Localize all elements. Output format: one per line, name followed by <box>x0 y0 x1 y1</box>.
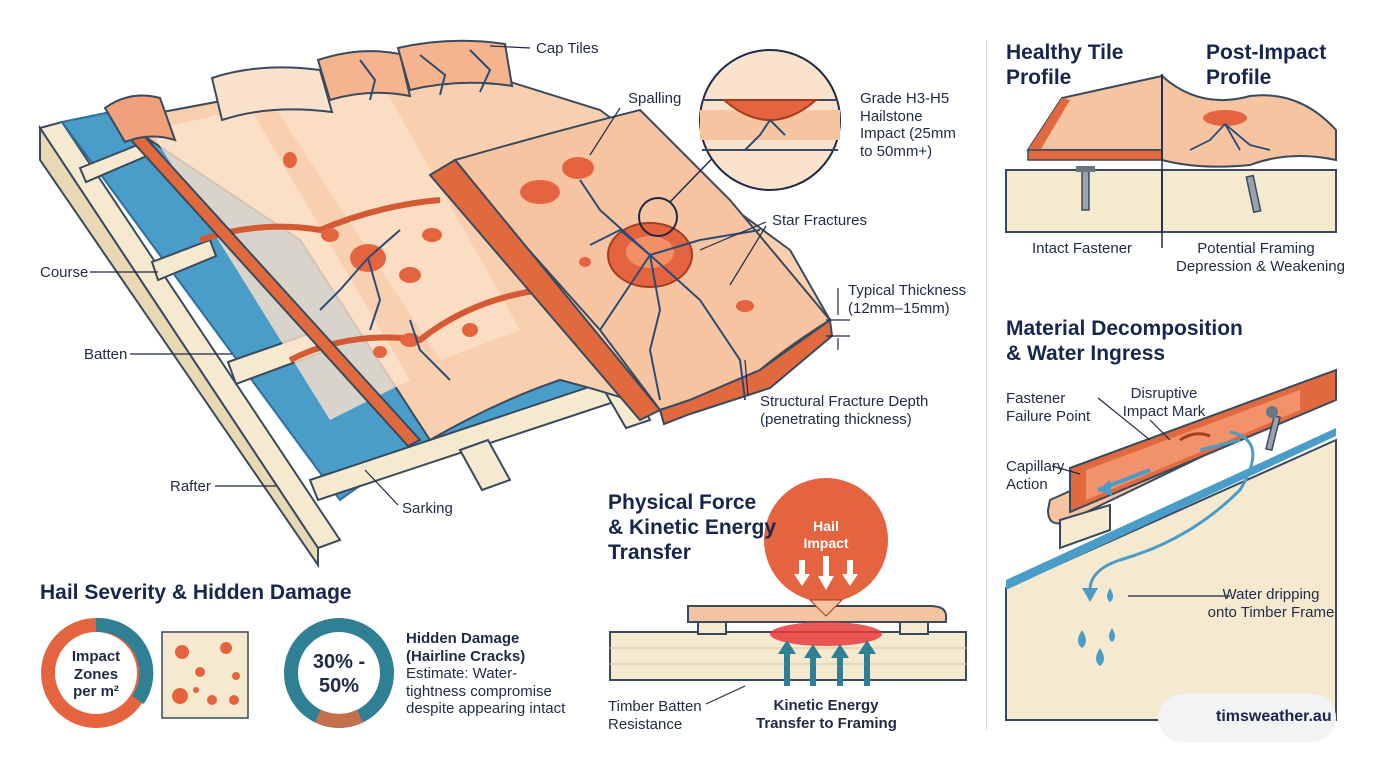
water-ingress-diagram <box>1005 368 1337 721</box>
hail-impact-label: Hail Impact <box>803 518 849 551</box>
water-drops <box>1078 588 1115 666</box>
thickness-indicator <box>826 288 850 350</box>
label-disruptive-impact: Disruptive Impact Mark <box>1122 385 1206 420</box>
label-kinetic-energy: Kinetic Energy Transfer to Framing <box>756 697 897 732</box>
zoom-source-circle <box>638 197 678 237</box>
label-water-dripping: Water dripping onto Timber Frame <box>1207 586 1335 621</box>
label-capillary-action: Capillary Action <box>1006 458 1065 493</box>
profile-diagrams <box>1005 73 1337 248</box>
label-fastener-failure: Fastener Failure Point <box>1006 390 1091 425</box>
hidden-damage-ring-arc <box>314 709 364 728</box>
water-path-arrow <box>1088 430 1255 591</box>
batten-2 <box>150 238 218 282</box>
label-hailstone-grade: Grade H3-H5 Hailstone Impact (25mm to 50… <box>860 90 956 161</box>
tile-strip-2 <box>270 80 520 360</box>
decomp-membrane <box>1006 428 1336 590</box>
healthy-fastener <box>1081 169 1090 211</box>
label-sarking: Sarking <box>402 500 453 517</box>
tile-course-ridge-1 <box>199 197 441 243</box>
decomp-timber-frame <box>1005 438 1337 721</box>
force-tile <box>687 605 947 623</box>
roof-structure <box>38 39 834 569</box>
hidden-damage-description: Estimate: Water- tightness compromise de… <box>406 665 566 718</box>
decomposition-title: Material Decomposition & Water Ingress <box>1006 317 1243 366</box>
severity-title: Hail Severity & Hidden Damage <box>40 581 352 604</box>
label-typical-thickness: Typical Thickness (12mm–15mm) <box>848 282 967 317</box>
label-batten: Batten <box>84 346 128 363</box>
hailstone-ball <box>764 478 888 602</box>
energy-glow <box>770 622 882 646</box>
cap-tile-2 <box>210 66 334 122</box>
force-diagram <box>609 478 967 705</box>
label-rafter: Rafter <box>170 478 211 495</box>
impact-zones-label: Impact Zones per m² <box>71 648 121 701</box>
cap-tile-3 <box>316 50 412 102</box>
cap-tile-4 <box>396 39 514 92</box>
hailstone-zoom-magnifier <box>699 49 841 191</box>
label-intact-fastener: Intact Fastener <box>1032 240 1133 257</box>
label-fracture-depth: Structural Fracture Depth (penetrating t… <box>760 393 929 428</box>
post-impact-profile-title: Post-Impact Profile <box>1206 41 1327 90</box>
healthy-profile-title: Healthy Tile Profile <box>1006 41 1124 90</box>
rafter-left-side <box>39 124 319 569</box>
section-divider <box>986 40 987 730</box>
hidden-damage-title: Hidden Damage (Hairline Cracks) <box>406 630 526 665</box>
kinetic-arrows-up <box>778 640 876 686</box>
label-cap-tiles: Cap Tiles <box>536 40 599 57</box>
label-potential-framing: Potential Framing Depression & Weakening <box>1176 240 1345 275</box>
label-course: Course <box>40 264 89 281</box>
severity-graphics <box>41 617 394 728</box>
cap-tile-1 <box>103 94 177 144</box>
damaged-fastener <box>1245 174 1262 214</box>
label-star-fractures: Star Fractures <box>772 212 868 229</box>
decomp-tile-underside <box>1059 503 1111 550</box>
leader-lines <box>90 45 767 506</box>
force-title: Physical Force & Kinetic Energy Transfer <box>608 491 777 565</box>
capillary-arrow <box>1199 438 1241 452</box>
impact-arrows-down <box>794 556 858 590</box>
label-timber-batten-resistance: Timber Batten Resistance <box>608 698 702 733</box>
brand-badge[interactable] <box>1158 694 1336 742</box>
damaged-tile <box>1161 73 1337 168</box>
brand-name: timsweather.au <box>1216 708 1332 725</box>
label-spalling: Spalling <box>628 90 682 107</box>
post-1 <box>458 438 512 492</box>
hidden-damage-percentage: 30% - 50% <box>312 651 366 697</box>
